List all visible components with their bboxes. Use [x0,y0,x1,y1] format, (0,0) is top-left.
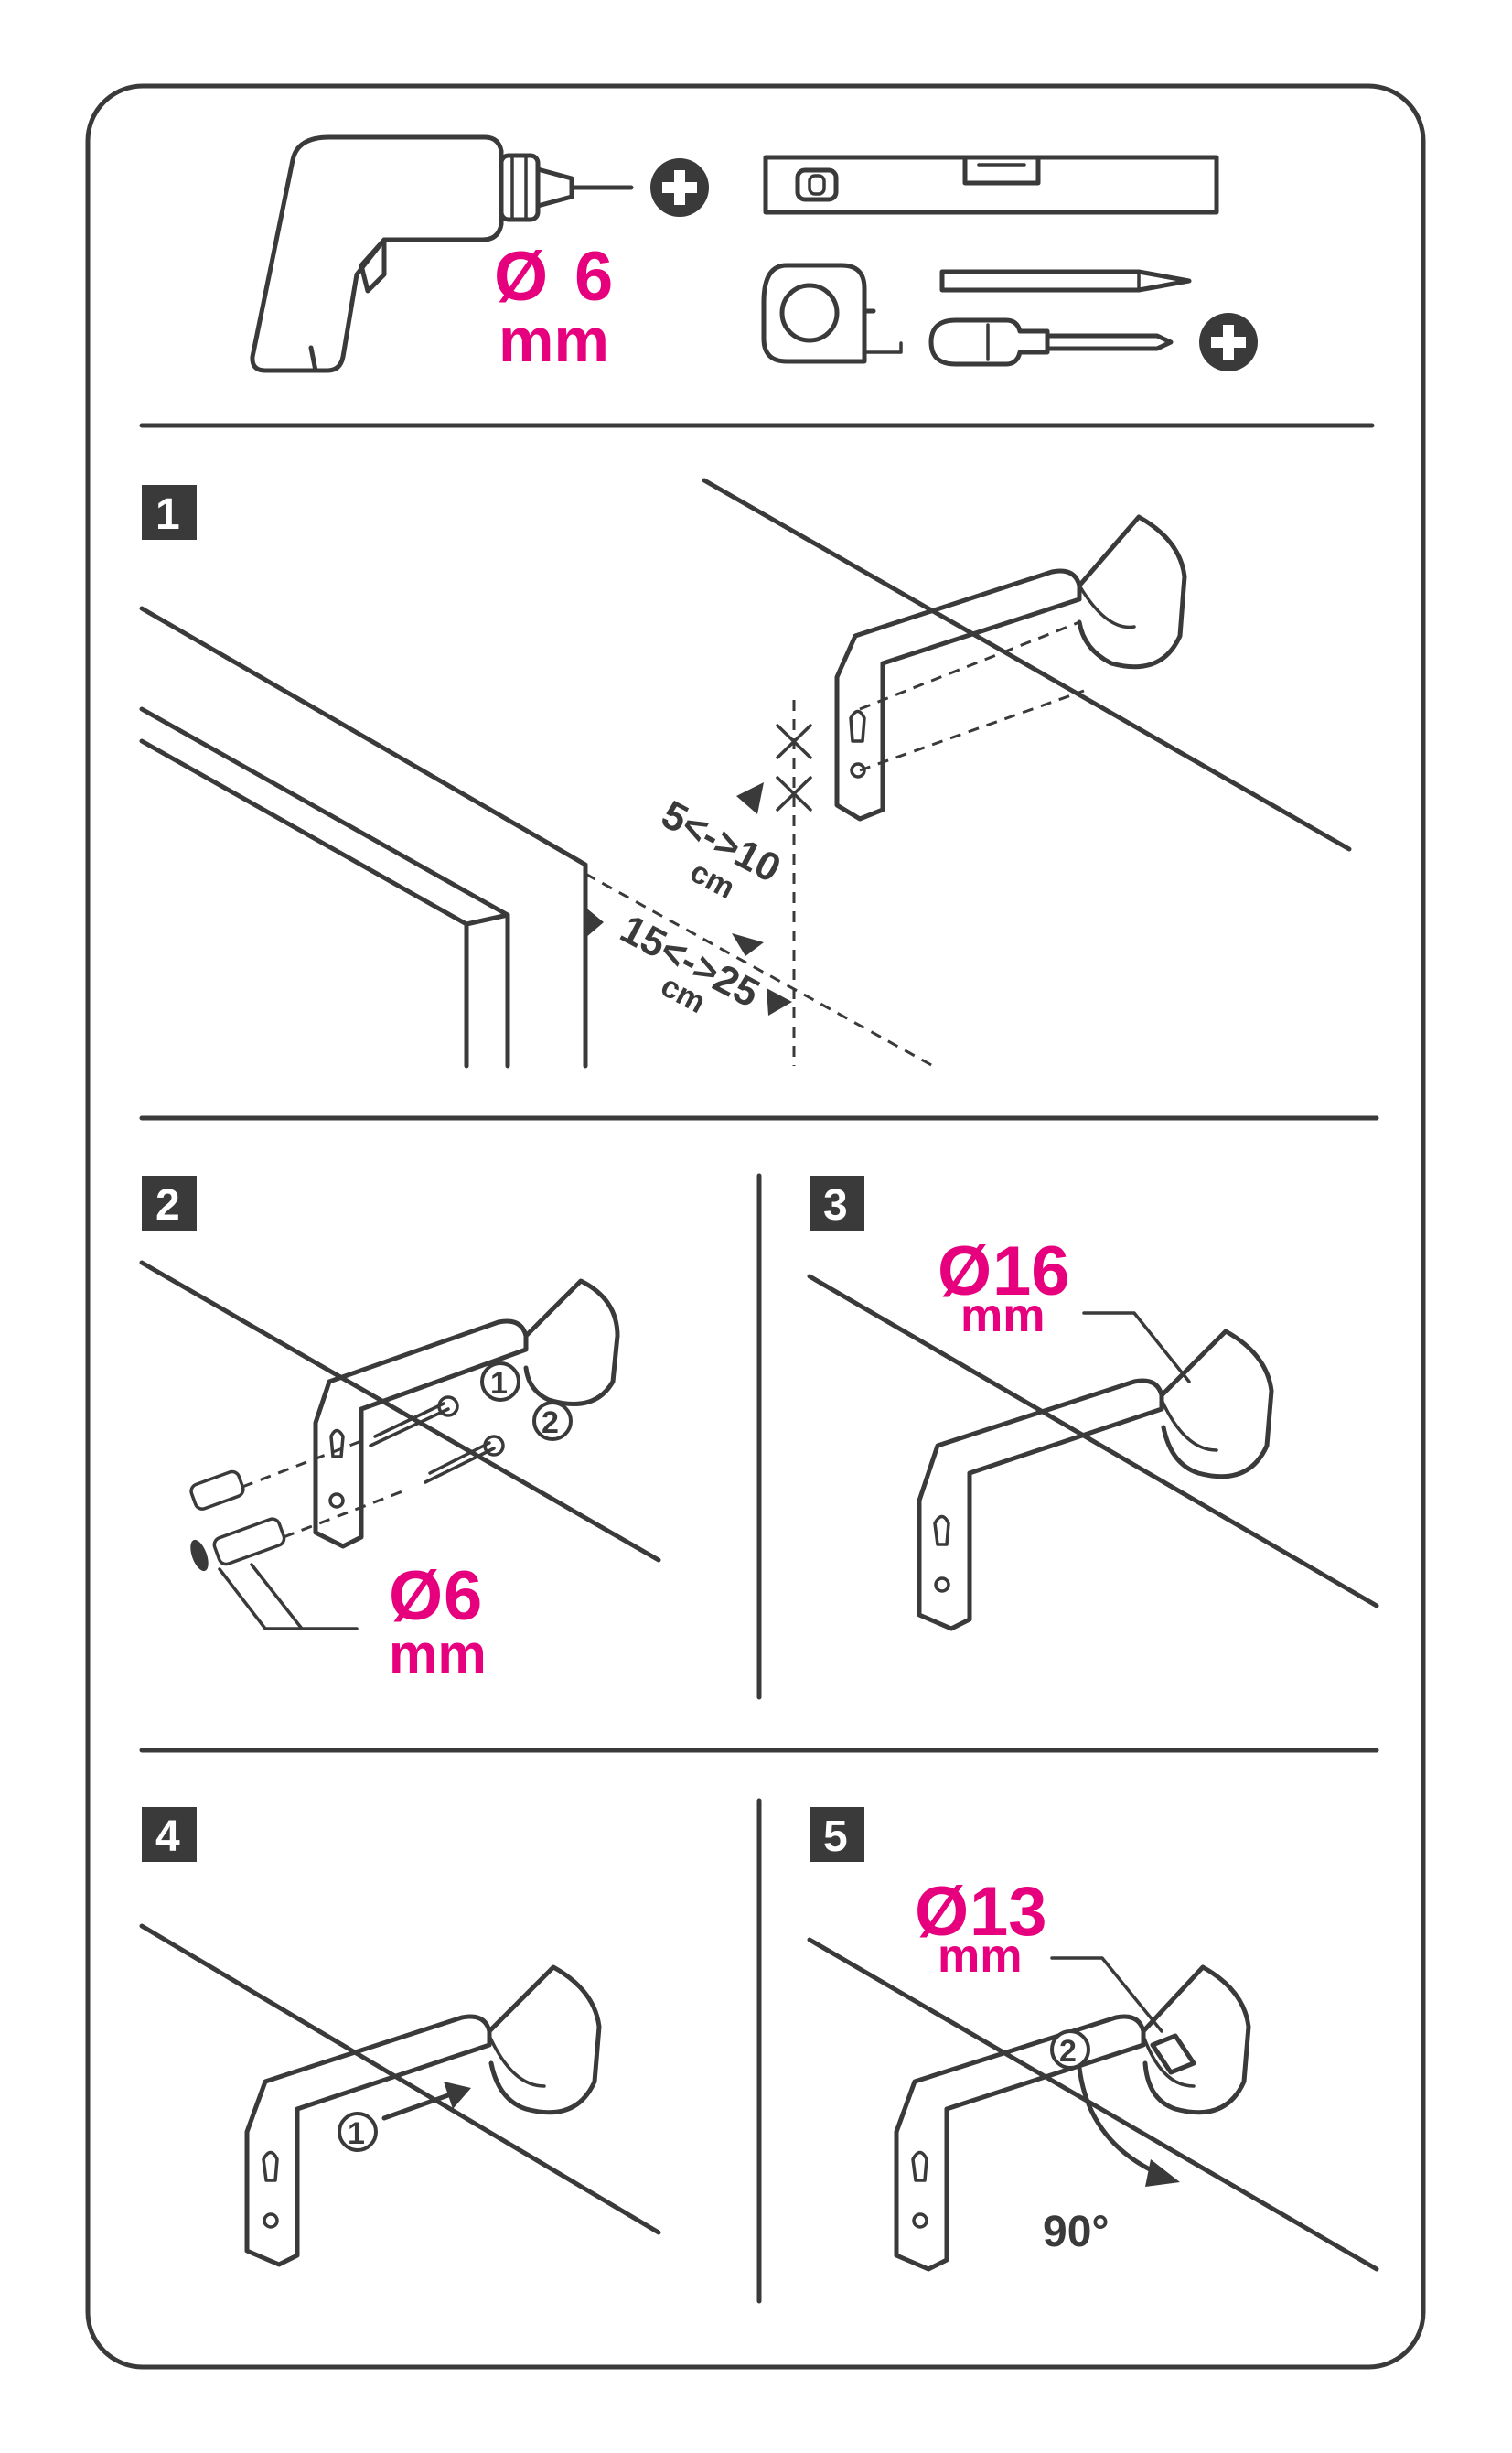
step2-leader [218,1563,359,1630]
step5-size-symbol: Ø [915,1873,969,1951]
step3-size-value: 16 [992,1232,1070,1310]
step5-wall-line [807,1937,1379,2272]
step3-bracket [917,1329,1274,1631]
step5-bracket [894,1964,1251,2272]
step2-guide [241,1439,362,1489]
svg-text:2: 2 [542,1405,559,1440]
screwdriver-icon [928,317,1174,367]
step1-bracket [834,514,1187,822]
pencil-icon [939,269,1192,293]
step2-size-value: 6 [444,1557,482,1635]
step1-guide-horizontal [584,872,934,1068]
step1-arrow [732,933,764,956]
step4-marker-1: 1 [338,2112,378,2152]
step-4-badge: 4 [142,1807,197,1862]
screw-icon [369,1395,459,1447]
step2-size-symbol: Ø [389,1557,443,1635]
drill-size-value: 6 [574,238,613,316]
svg-text:3: 3 [823,1181,848,1230]
step5-marker-2: 2 [1050,2029,1090,2070]
step2-size-unit: mm [389,1623,487,1684]
step4-bracket [244,1964,602,2267]
step3-leader [1082,1311,1191,1383]
drill-size-unit: mm [499,306,609,375]
step-3-badge: 3 [810,1176,864,1231]
step2-marker-1: 1 [480,1361,520,1402]
step-5-badge: 5 [810,1807,864,1862]
step1-arrow [767,988,792,1016]
svg-text:4: 4 [155,1813,180,1861]
tape-measure-icon [761,263,903,364]
plus-icon [650,158,709,217]
step3-size-symbol: Ø [938,1232,992,1310]
svg-text:2: 2 [1059,2034,1077,2069]
step1-guide-bottom [859,689,1085,772]
sheet-border [85,83,1426,2370]
step4-slide-arrow [381,2082,471,2121]
step2-marker-2: 2 [532,1401,573,1441]
step5-size-value: 13 [970,1873,1047,1951]
drill-icon [250,134,634,373]
svg-text:1: 1 [155,490,180,539]
step3-size-unit: mm [960,1289,1045,1342]
step2-wall-line [139,1260,661,1563]
svg-text:5: 5 [823,1813,848,1861]
step4-wall-line [139,1923,661,2235]
step1-arrow [584,906,604,938]
spirit-level-icon [763,155,1219,215]
step5-rotation-label: 90° [1043,2208,1110,2256]
plus-icon [1199,313,1258,371]
step2-bracket [313,1278,620,1549]
step5-size-unit: mm [938,1930,1022,1983]
step1-guide-top [859,620,1080,711]
step2-guide [283,1490,403,1539]
step-2-badge: 2 [142,1176,197,1231]
step-1-badge: 1 [142,485,197,540]
wall-plug-icon [189,1469,286,1572]
bracket-insert [1150,2033,1196,2075]
svg-text:2: 2 [155,1181,180,1230]
step3-wall-line [807,1274,1379,1608]
step5-rotation-arrow [1077,2065,1180,2187]
step5-leader [1050,1956,1163,2033]
screw-icon [424,1435,505,1484]
step1-arrow [736,782,764,814]
step1-wall-window [139,478,1352,1069]
svg-text:1: 1 [348,2116,365,2151]
svg-text:1: 1 [490,1366,508,1401]
drill-size-symbol: Ø [494,238,548,316]
